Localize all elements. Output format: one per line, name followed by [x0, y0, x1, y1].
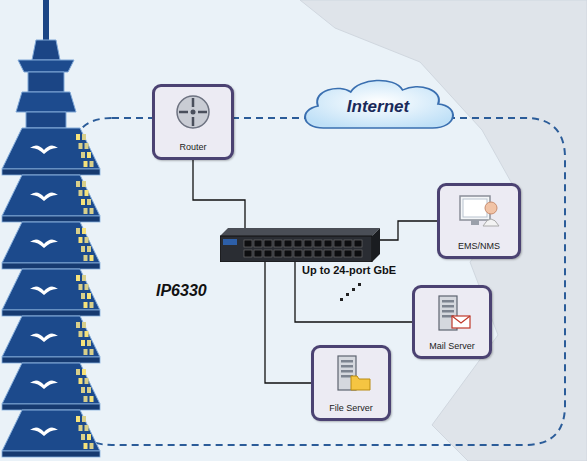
file-server-box: File Server	[311, 345, 391, 421]
network-cable	[265, 262, 311, 383]
ems-icon	[457, 192, 501, 230]
port-count-note: Up to 24-port GbE	[302, 264, 396, 276]
network-boundary	[72, 118, 565, 445]
network-cable	[380, 221, 437, 240]
mail-icon	[430, 294, 474, 332]
router-box: Router	[152, 84, 234, 160]
device-label: Mail Server	[415, 341, 489, 351]
device-label: File Server	[314, 403, 388, 413]
device-label: Router	[155, 142, 231, 152]
network-cable	[295, 262, 412, 322]
internet-cloud: Internet	[296, 76, 460, 138]
ems-box: EMS/NMS	[437, 183, 521, 259]
switch-chassis	[220, 228, 380, 262]
network-cable	[193, 160, 245, 228]
model-name: IP6330	[156, 282, 207, 300]
taipei-101-tower	[2, 0, 100, 457]
port-continuation-dots	[340, 283, 361, 301]
file-icon	[329, 354, 373, 392]
cloud-label: Internet	[296, 97, 460, 117]
router-icon	[171, 93, 215, 131]
switch-device: IP6330	[220, 228, 380, 262]
device-label: EMS/NMS	[440, 241, 518, 251]
mail-server-box: Mail Server	[412, 285, 492, 359]
